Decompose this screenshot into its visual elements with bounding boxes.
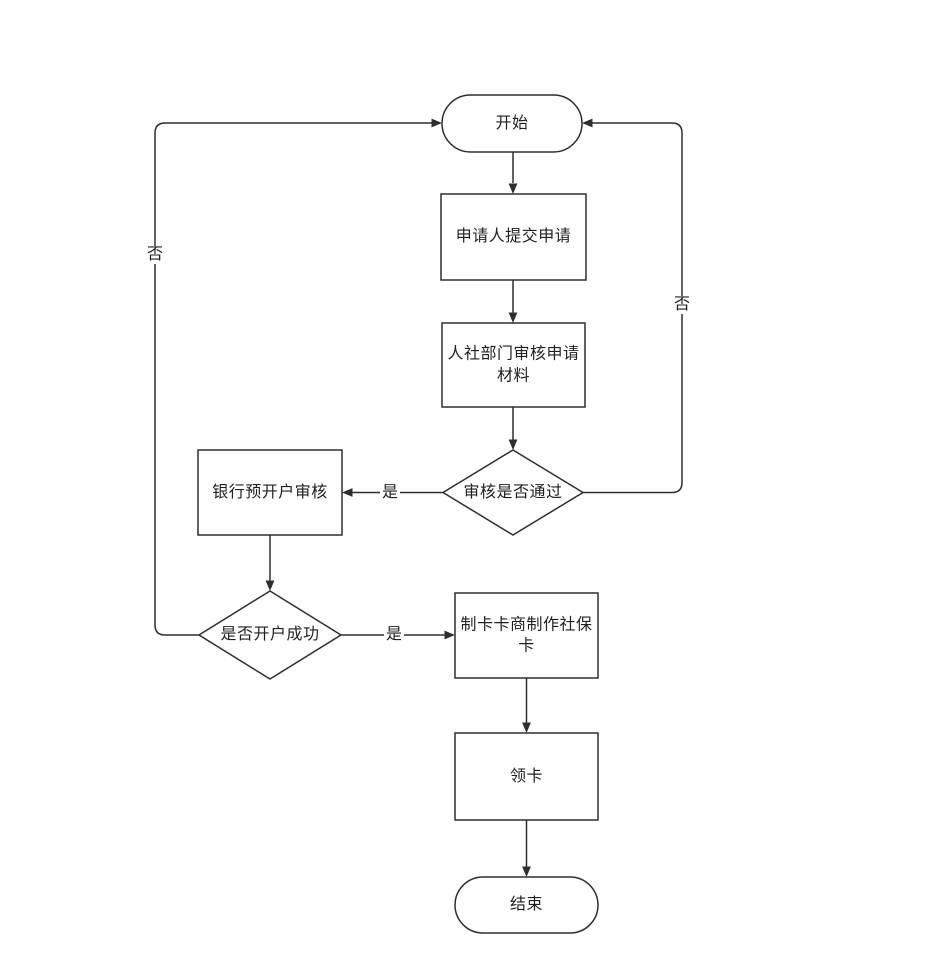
end-node-shape: [454, 876, 599, 934]
arrowhead-reviewpass-bank: [342, 488, 353, 497]
start-node-label: 开始: [495, 114, 529, 132]
edge-label-account-success-yes: 是: [383, 626, 405, 644]
arrowhead-reviewpass-start: [582, 118, 593, 128]
end-node-label: 结束: [509, 896, 543, 914]
arrowhead-makecard-getcard: [522, 722, 531, 733]
arrowhead-bank-accountsuccess: [265, 580, 275, 591]
edge-label-account-success-no: 否: [144, 246, 166, 264]
submit-node-shape: [440, 193, 587, 281]
make-card-node-label: 制卡卡商制作社保卡: [460, 615, 593, 655]
review-pass-decision-shape: [441, 449, 585, 536]
arrowhead-accountsuccess-makecard: [444, 630, 455, 640]
edge-label-review-pass-no: 否: [671, 296, 693, 314]
start-node-shape: [441, 94, 583, 153]
review-node-shape: [441, 322, 586, 408]
review-node-label: 人社部门审核申请材料: [447, 345, 580, 384]
edge-accountsuccess-start-no: [154, 122, 432, 636]
make-card-node-shape: [454, 592, 599, 679]
arrowhead-accountsuccess-start: [431, 118, 442, 128]
account-success-decision-label: 是否开户成功: [220, 626, 320, 644]
edge-label-review-pass-yes: 是: [379, 483, 401, 502]
get-card-node-label: 领卡: [509, 767, 543, 785]
arrowhead-submit-review: [508, 312, 518, 323]
bank-review-node-label: 银行预开户审核: [212, 483, 328, 501]
account-success-decision-shape: [197, 590, 343, 680]
arrowhead-getcard-end: [522, 866, 531, 877]
get-card-node-shape: [454, 732, 599, 821]
arrowhead-review-reviewpass: [508, 439, 518, 450]
arrowhead-start-submit: [508, 183, 518, 194]
review-pass-decision-label: 审核是否通过: [463, 483, 563, 501]
submit-node-label: 申请人提交申请: [455, 228, 572, 246]
bank-review-node-shape: [197, 449, 343, 536]
edge-reviewpass-start-no: [583, 122, 683, 494]
